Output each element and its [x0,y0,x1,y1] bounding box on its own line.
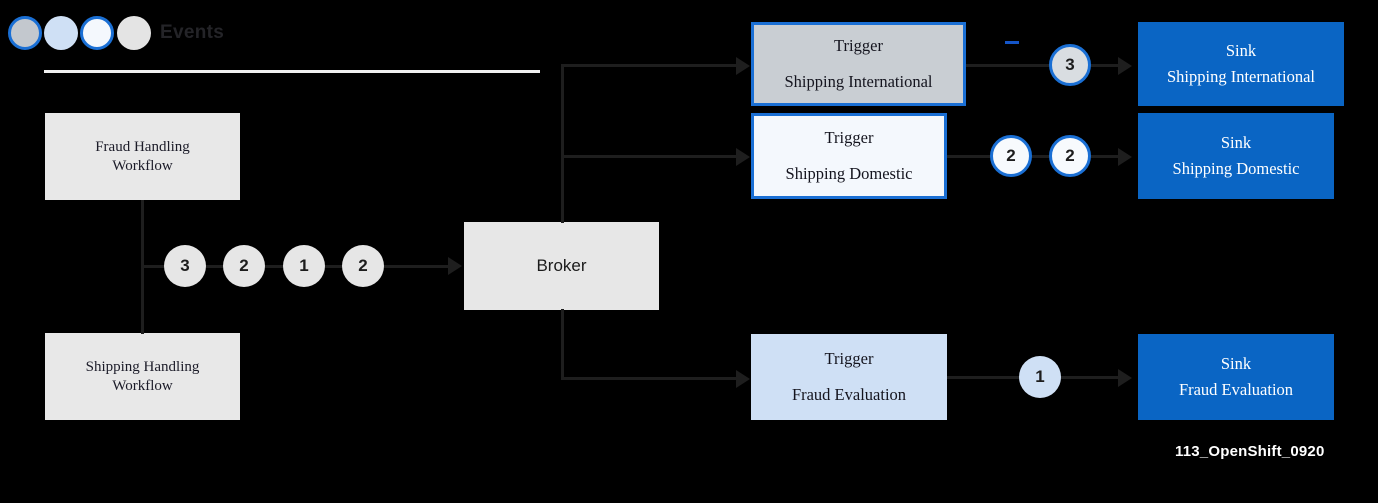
event-token-value: 2 [358,256,368,275]
event-dot-white-outlined [80,16,114,50]
trigger-box-shipping-international[interactable]: Trigger Shipping International [751,22,966,106]
sink-arrowhead-fraud-evaluation [1118,369,1132,387]
event-token: 2 [1049,135,1091,177]
event-token: 1 [283,245,325,287]
branch-line-fraud-evaluation [561,377,741,380]
event-token-value: 1 [1035,367,1045,386]
footer-label: 113_OpenShift_0920 [1175,443,1325,460]
trigger-name: Shipping Domestic [785,164,913,183]
event-token-value: 1 [299,256,309,275]
workflow-title-line1: Fraud Handling [95,139,190,156]
events-legend-label: Events [160,22,225,43]
section-divider [44,70,540,73]
sink-title: Sink [1220,354,1252,373]
event-token-value: 2 [239,256,249,275]
broker-box[interactable]: Broker [464,222,659,310]
event-token: 2 [223,245,265,287]
workflow-title-line2: Workflow [112,377,173,394]
sink-name: Fraud Evaluation [1178,380,1294,399]
trigger-box-shipping-domestic[interactable]: Trigger Shipping Domestic [751,113,947,199]
workflow-box-shipping-handling[interactable]: Shipping Handling Workflow [45,333,240,420]
event-token-value: 3 [1065,55,1075,74]
trigger-box-fraud-evaluation[interactable]: Trigger Fraud Evaluation [751,334,947,420]
event-token-value: 3 [180,256,190,275]
sink-title: Sink [1220,133,1252,152]
event-token: 2 [990,135,1032,177]
event-dot-grey-outlined [8,16,42,50]
sink-box-shipping-domestic[interactable]: Sink Shipping Domestic [1138,113,1334,199]
trigger-title: Trigger [824,349,874,368]
sink-arrowhead-shipping-international [1118,57,1132,75]
trigger-name: Fraud Evaluation [791,385,907,404]
event-dot-lightgrey [117,16,151,50]
event-token: 1 [1019,356,1061,398]
workflow-title-line1: Shipping Handling [85,359,200,376]
event-token: 2 [342,245,384,287]
branch-arrowhead-fraud-evaluation [736,370,750,388]
branch-arrowhead-shipping-domestic [736,148,750,166]
branch-line-shipping-domestic [561,155,741,158]
sink-box-shipping-international[interactable]: Sink Shipping International [1138,22,1344,106]
branch-arrowhead-shipping-international [736,57,750,75]
broker-top-riser [561,65,564,223]
event-token: 3 [1049,44,1091,86]
broker-inbound-arrowhead [448,257,462,275]
workflow-title-line2: Workflow [112,157,173,174]
sink-arrowhead-shipping-domestic [1118,148,1132,166]
sink-box-fraud-evaluation[interactable]: Sink Fraud Evaluation [1138,334,1334,420]
event-token: 3 [164,245,206,287]
event-token-value: 2 [1006,146,1016,165]
broker-bottom-riser [561,309,564,380]
connector-dash-marker [1005,41,1019,44]
trigger-title: Trigger [834,36,883,55]
sink-title: Sink [1225,41,1257,60]
branch-line-shipping-international [561,64,741,67]
workflow-box-fraud-handling[interactable]: Fraud Handling Workflow [45,113,240,200]
trigger-to-sink-line-shipping-international [966,64,1122,67]
sink-name: Shipping Domestic [1172,159,1300,178]
sink-name: Shipping International [1166,67,1316,86]
event-dot-lightblue [44,16,78,50]
trigger-title: Trigger [824,128,874,147]
trigger-name: Shipping International [784,72,933,91]
trigger-to-sink-line-shipping-domestic [947,155,1122,158]
event-token-value: 2 [1065,146,1075,165]
broker-label: Broker [536,256,587,275]
